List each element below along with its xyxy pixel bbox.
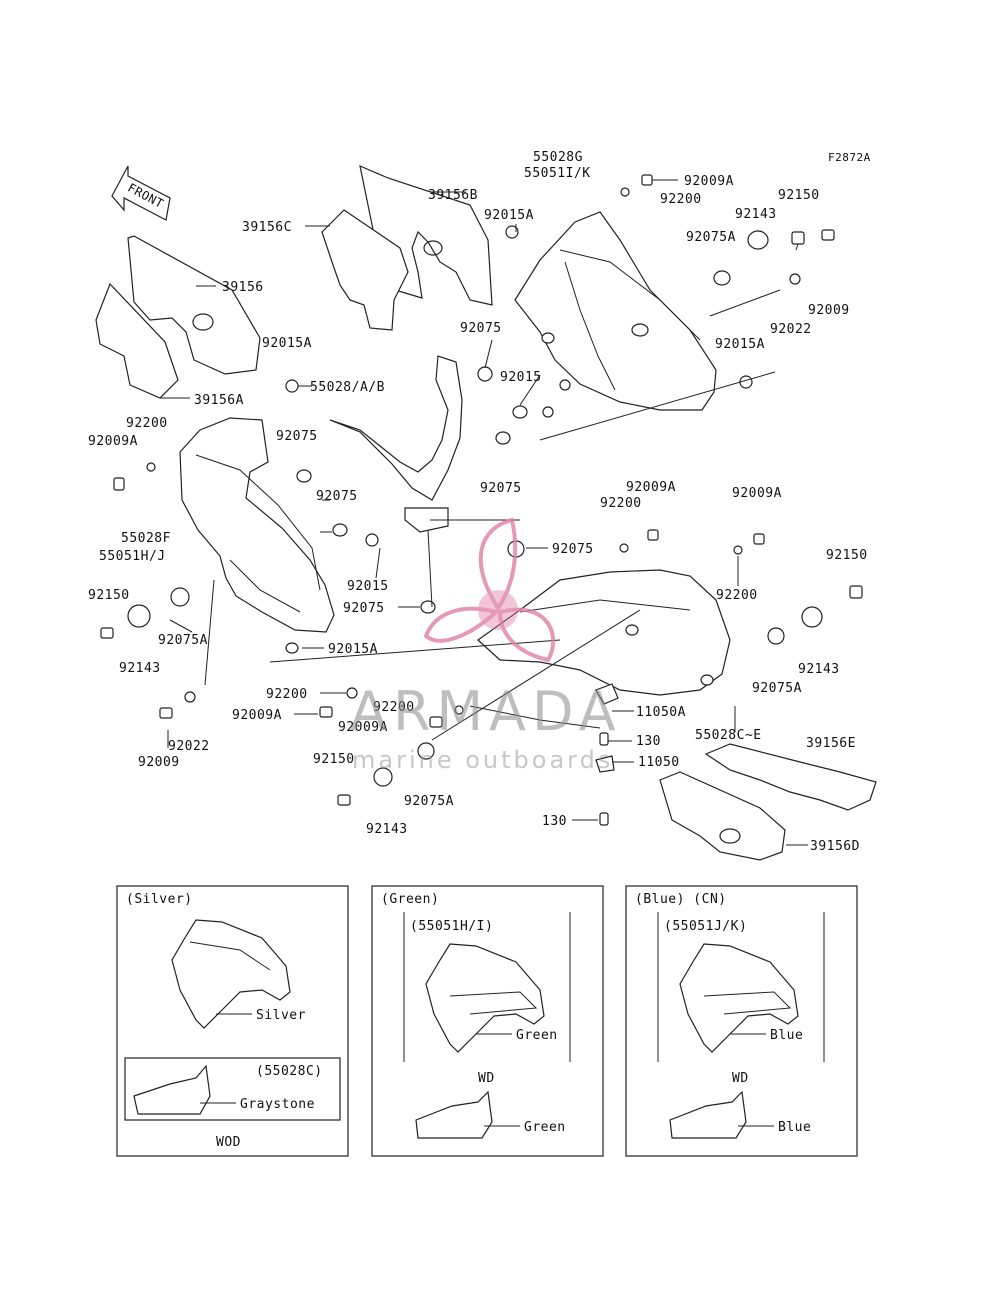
variant-middle-label: WD (478, 1071, 495, 1086)
figure-code: F2872A (828, 151, 871, 164)
callout-label: 92015 (347, 579, 389, 594)
watermark: ARMADA marine outboards (350, 517, 622, 774)
variant-boxes: (Silver) Silver (55028C) Graystone WOD (… (116, 885, 858, 1157)
callout-label: 55028/A/B (310, 380, 385, 395)
callout-label: 39156B (428, 188, 478, 203)
callout-label: 92009 (808, 303, 850, 318)
callout-label: 92022 (168, 739, 210, 754)
callout-label: 92075A (404, 794, 454, 809)
callout-label: 92143 (735, 207, 777, 222)
callout-label: 92009A (338, 720, 388, 735)
callout-label: 92009A (626, 480, 676, 495)
callout-label: 92143 (798, 662, 840, 677)
panel-39156d (659, 771, 786, 861)
callout-label: 55028G (533, 150, 583, 165)
callout-label: 92200 (716, 588, 758, 603)
variant-subbox-footer: WOD (216, 1135, 241, 1150)
callout-label: 92150 (778, 188, 820, 203)
variant-lower-callout: Blue (778, 1120, 811, 1135)
watermark-title: ARMADA (350, 680, 622, 743)
callout-label: 92015 (500, 370, 542, 385)
callout-label: 92022 (770, 322, 812, 337)
variant-middle-label: WD (732, 1071, 749, 1086)
callout-label: 92200 (126, 416, 168, 431)
callout-label: 92075A (752, 681, 802, 696)
variant-title: (Green) (381, 892, 439, 907)
callout-label: 92015A (484, 208, 534, 223)
panel-39156c (321, 209, 409, 331)
callout-label: 92200 (266, 687, 308, 702)
callout-labels: F2872A 55028G 55051I/K 92009A 92200 9215… (88, 150, 871, 854)
callout-label: 92015A (715, 337, 765, 352)
callout-label: 55051I/K (524, 166, 591, 181)
callout-label: 11050 (638, 755, 680, 770)
variant-title: (Silver) (126, 892, 193, 907)
variant-lower-callout: Green (524, 1120, 566, 1135)
variant-subbox-color-callout: Graystone (240, 1097, 315, 1112)
variant-blue: (Blue) (CN) (55051J/K) Blue WD Blue (625, 885, 858, 1157)
callout-label: 92200 (373, 700, 415, 715)
panel-39156 (127, 235, 261, 375)
callout-label: 92150 (88, 588, 130, 603)
upper-center-cowl (329, 355, 463, 501)
callout-label: 92075 (460, 321, 502, 336)
callout-label: 55028F (121, 531, 171, 546)
callout-label: 39156E (806, 736, 856, 751)
callout-label: 39156D (810, 839, 860, 854)
watermark-subtitle: marine outboards (352, 746, 613, 774)
callout-label: 92075A (158, 633, 208, 648)
leader-lines (160, 179, 808, 846)
callout-label: 92075 (480, 481, 522, 496)
hardware-set (100, 174, 863, 826)
left-fairing (179, 417, 335, 633)
callout-label: 92009A (88, 434, 138, 449)
variant-color-callout: Blue (770, 1028, 803, 1043)
callout-label: 92075 (276, 429, 318, 444)
callout-label: 11050A (636, 705, 686, 720)
variant-subbox-title: (55028C) (256, 1064, 323, 1079)
variant-part-label: (55051J/K) (664, 919, 747, 934)
variant-silver: (Silver) Silver (55028C) Graystone WOD (116, 885, 349, 1157)
callout-label: 92015A (262, 336, 312, 351)
variant-green: (Green) (55051H/I) Green WD Green (371, 885, 604, 1157)
callout-label: 55028C~E (695, 728, 762, 743)
right-upper-fairing (514, 211, 717, 411)
callout-label: 92200 (600, 496, 642, 511)
callout-label: 92200 (660, 192, 702, 207)
panel-39156e (704, 743, 877, 811)
callout-label: 92075 (316, 489, 358, 504)
callout-label: 39156C (242, 220, 292, 235)
callout-label: 92150 (826, 548, 868, 563)
callout-label: 92009A (232, 708, 282, 723)
callout-label: 92143 (366, 822, 408, 837)
callout-label: 92075 (343, 601, 385, 616)
front-arrow-icon: FRONT (111, 165, 171, 221)
callout-label: 92009 (138, 755, 180, 770)
callout-label: 92075 (552, 542, 594, 557)
callout-label: 39156A (194, 393, 244, 408)
callout-label: 130 (542, 814, 567, 829)
propeller-logo-icon (423, 517, 556, 663)
callout-label: 92075A (686, 230, 736, 245)
variant-color-callout: Green (516, 1028, 558, 1043)
variant-title: (Blue) (CN) (635, 892, 727, 907)
variant-color-callout: Silver (256, 1008, 306, 1023)
callout-label: 92009A (732, 486, 782, 501)
variant-part-label: (55051H/I) (410, 919, 493, 934)
callout-label: 92143 (119, 661, 161, 676)
callout-label: 130 (636, 734, 661, 749)
parts-artwork: FRONT (95, 164, 877, 861)
callout-label: 55051H/J (99, 549, 166, 564)
callout-label: 92015A (328, 642, 378, 657)
callout-label: 92150 (313, 752, 355, 767)
callout-label: 39156 (222, 280, 264, 295)
callout-label: 92009A (684, 174, 734, 189)
